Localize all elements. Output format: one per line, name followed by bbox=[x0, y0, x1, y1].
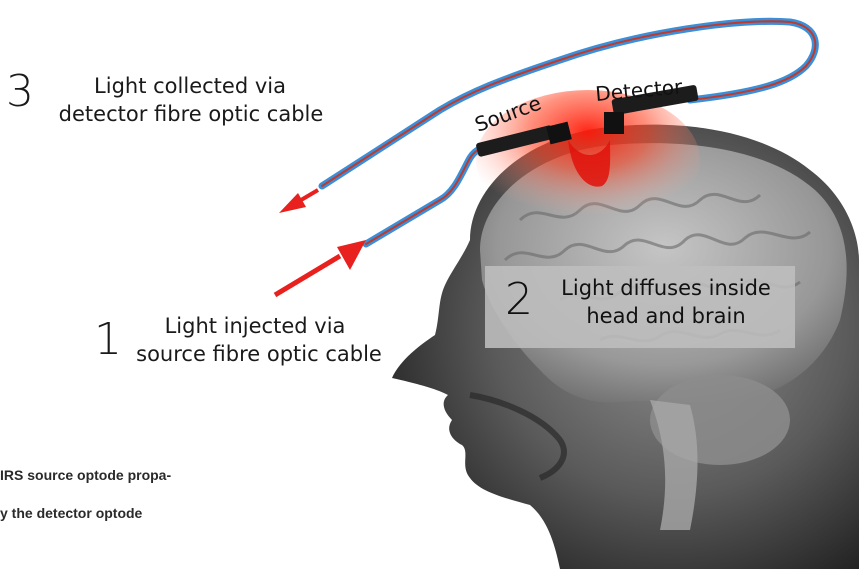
step-1-number: 1 bbox=[94, 314, 122, 365]
step-3-line1: Light collected via bbox=[60, 74, 320, 98]
figure-caption: IRS source optode propa- y the detector … bbox=[0, 456, 320, 532]
caption-line2: y the detector optode bbox=[0, 494, 320, 532]
incoming-light-arrow bbox=[275, 240, 366, 295]
step-2-label: 2 Light diffuses inside head and brain bbox=[485, 266, 795, 348]
caption-line1: IRS source optode propa- bbox=[0, 456, 320, 494]
step-1-label: 1 Light injected via source fibre optic … bbox=[90, 310, 410, 390]
step-1-line2: source fibre optic cable bbox=[124, 342, 394, 366]
step-3-label: 3 Light collected via detector fibre opt… bbox=[0, 64, 360, 144]
outgoing-light-arrow bbox=[279, 190, 318, 213]
step-3-line2: detector fibre optic cable bbox=[46, 102, 336, 126]
step-2-line1: Light diffuses inside bbox=[547, 276, 785, 300]
step-3-number: 3 bbox=[6, 66, 34, 117]
step-1-line1: Light injected via bbox=[130, 314, 380, 338]
step-2-number: 2 bbox=[505, 274, 533, 325]
step-2-line2: head and brain bbox=[547, 304, 785, 328]
